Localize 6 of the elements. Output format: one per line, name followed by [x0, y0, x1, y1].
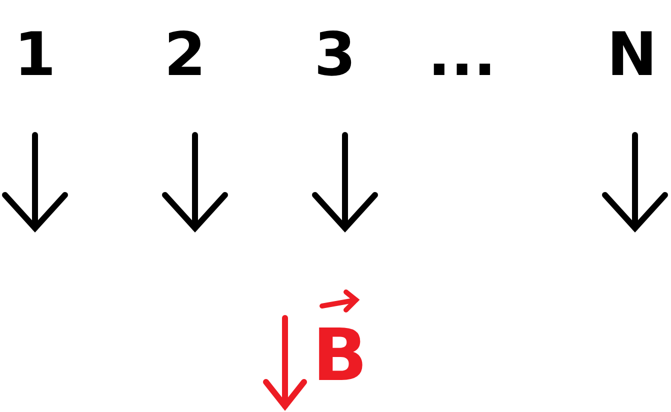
spin-label: ... — [428, 25, 496, 85]
spin-label: 1 — [14, 25, 56, 85]
vector-label: B — [312, 319, 368, 391]
spin-label: 2 — [164, 25, 206, 85]
spin-label: 3 — [314, 25, 356, 85]
spin-label: N — [606, 25, 658, 85]
